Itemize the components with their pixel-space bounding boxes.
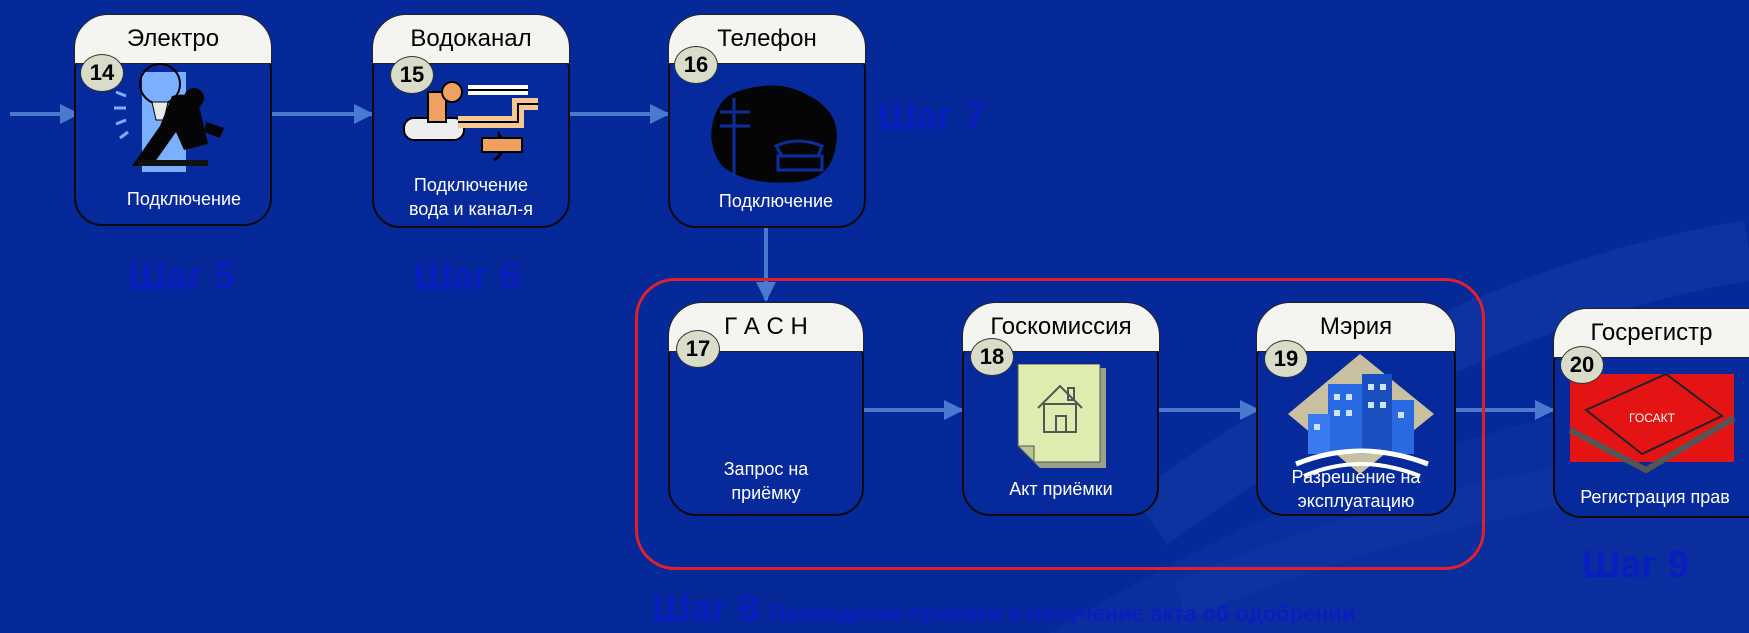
- step-9-label: Шаг 9: [1582, 544, 1689, 586]
- faucet-and-pipes-icon: [403, 81, 538, 162]
- node-gosregistr-number: 20: [1560, 346, 1604, 384]
- node-telefon-number: 16: [674, 46, 718, 84]
- document-house-icon: [1016, 364, 1106, 468]
- step-8-group-frame: [635, 278, 1485, 570]
- node-vodokanal-number: 15: [390, 56, 434, 94]
- city-buildings-icon: [1288, 354, 1434, 478]
- step-6-label: Шаг 6: [414, 256, 521, 298]
- step-5-label: Шаг 5: [128, 256, 235, 298]
- telephone-pole-icon: [711, 85, 837, 183]
- step-7-label: Шаг 7: [878, 96, 985, 138]
- node-gasn-caption-1: Запрос на: [723, 459, 809, 479]
- gosakt-folder-icon: ГОСАКТ: [1568, 372, 1736, 474]
- node-meriya-number: 19: [1264, 340, 1308, 378]
- node-meriya-caption-2: эксплуатацию: [1297, 491, 1415, 511]
- node-telefon-title: Телефон: [668, 14, 866, 64]
- node-goskomissiya-number: 18: [970, 338, 1014, 376]
- node-gasn-caption-2: приёмку: [731, 483, 801, 503]
- node-vodokanal-caption-1: Подключение: [413, 175, 529, 195]
- node-electro-number: 14: [80, 54, 124, 92]
- node-vodokanal-title: Водоканал: [372, 14, 570, 64]
- node-electro-title: Электро: [74, 14, 272, 64]
- step-8-description: Проведение приемки и получение акта об о…: [769, 601, 1356, 626]
- node-telefon-caption: Подключение: [718, 191, 834, 211]
- worker-with-lightbulb-icon: [114, 63, 224, 172]
- step-8-title: Шаг 8: [652, 588, 759, 630]
- node-electro-caption: Подключение: [126, 189, 242, 209]
- node-gasn-number: 17: [676, 330, 720, 368]
- gosakt-folder-label: ГОСАКТ: [1629, 411, 1676, 425]
- node-gosregistr-caption: Регистрация прав: [1580, 487, 1730, 507]
- node-meriya-caption-1: Разрешение на: [1291, 467, 1421, 487]
- node-goskomissiya-caption: Акт приёмки: [1009, 479, 1113, 499]
- node-vodokanal-caption-2: вода и канал-я: [408, 199, 534, 219]
- step-8-label: Шаг 8 Проведение приемки и получение акт…: [652, 588, 1356, 631]
